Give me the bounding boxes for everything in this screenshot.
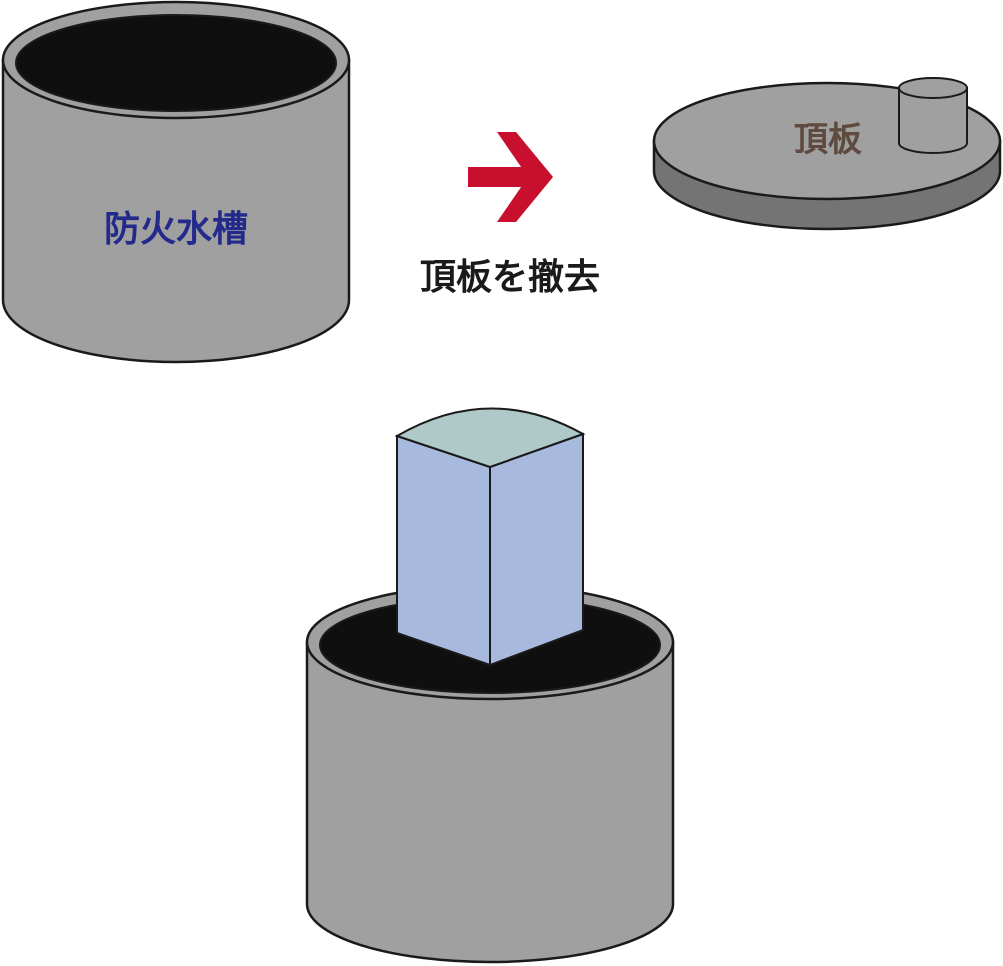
tank-opening [15,14,337,112]
action-label: 頂板を撤去 [420,257,600,298]
manhole-cylinder-body [898,87,968,154]
block-top-face [394,407,586,469]
tank-body [1,58,351,364]
arrow-shaft [468,167,528,187]
arrow-head [497,132,553,222]
fire-water-tank: 防火水槽 [1,0,351,364]
removal-arrow [468,132,553,222]
tank-label: 防火水槽 [104,209,248,250]
top-slab: 頂板 [652,77,1002,231]
open-tank-body [305,640,675,964]
slab-label: 頂板 [794,120,862,160]
inserted-block [394,407,586,667]
manhole-cylinder-top [898,77,968,99]
block-right-face [489,432,584,667]
block-left-face [396,434,491,667]
